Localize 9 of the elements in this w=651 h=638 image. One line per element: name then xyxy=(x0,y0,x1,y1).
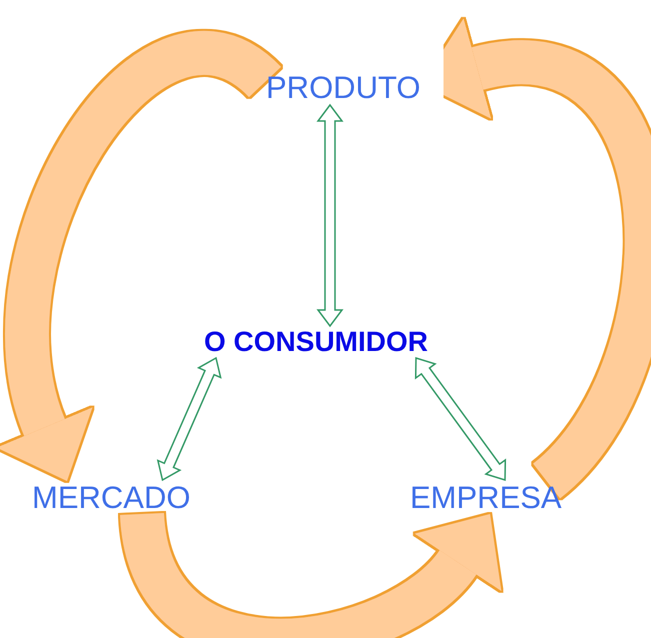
double-arrow xyxy=(316,104,344,328)
node-label: PRODUTO xyxy=(266,72,420,103)
curved-arrow xyxy=(0,31,278,484)
double-arrow xyxy=(414,356,506,482)
node-label: O CONSUMIDOR xyxy=(204,328,428,356)
node-label: MERCADO xyxy=(32,482,190,513)
node-label: EMPRESA xyxy=(410,482,562,513)
curved-arrow xyxy=(420,17,651,497)
double-arrow xyxy=(156,356,222,482)
